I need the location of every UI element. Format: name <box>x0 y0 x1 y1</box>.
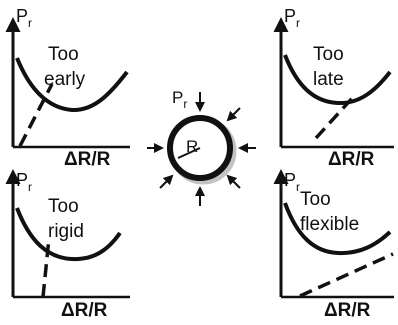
tunnel-cross-section: R Pr <box>147 88 256 206</box>
panel-too-flexible: Pr Too flexible <box>273 169 394 299</box>
panel-too-late: Pr Too late <box>273 6 394 149</box>
support-line-dashed <box>299 252 394 298</box>
ground-reaction-curve <box>15 57 129 113</box>
panel-title-line-1: Too <box>313 44 344 65</box>
x-axis-label-too-late: ΔR/R <box>328 149 375 170</box>
radius-line <box>177 147 201 159</box>
ground-reaction-curve <box>15 207 122 262</box>
panel-title-line-2: late <box>313 69 344 90</box>
y-axis-label: Pr <box>16 6 32 30</box>
y-axis-label: Pr <box>284 170 300 194</box>
x-axis-label-too-rigid: ΔR/R <box>61 300 108 321</box>
y-axis-label: Pr <box>284 6 300 30</box>
x-axis-label-too-flexible: ΔR/R <box>324 300 371 321</box>
panel-title-line-2: rigid <box>48 221 84 242</box>
panel-title-line-2: flexible <box>300 214 359 235</box>
pressure-arrow-se <box>226 174 241 189</box>
x-axis-label-too-early: ΔR/R <box>64 149 111 170</box>
support-line-dashed <box>41 237 51 298</box>
radius-label: R <box>186 137 198 156</box>
ground-reaction-curve <box>283 202 392 256</box>
panel-title-line-2: early <box>44 69 86 90</box>
panel-too-early: Pr Too early <box>5 6 130 149</box>
pressure-arrow-sw <box>159 174 174 189</box>
pressure-label: Pr <box>172 88 187 111</box>
support-line-dashed <box>18 83 54 147</box>
ground-reaction-curve <box>283 54 392 106</box>
pressure-arrow-ne <box>226 107 241 122</box>
panel-title-line-1: Too <box>48 44 79 65</box>
support-line-dashed <box>314 93 357 140</box>
panel-title-line-1: Too <box>300 189 331 210</box>
panel-too-rigid: Pr Too rigid <box>5 169 130 299</box>
y-axis-label: Pr <box>16 170 32 194</box>
panel-title-line-1: Too <box>48 196 79 217</box>
